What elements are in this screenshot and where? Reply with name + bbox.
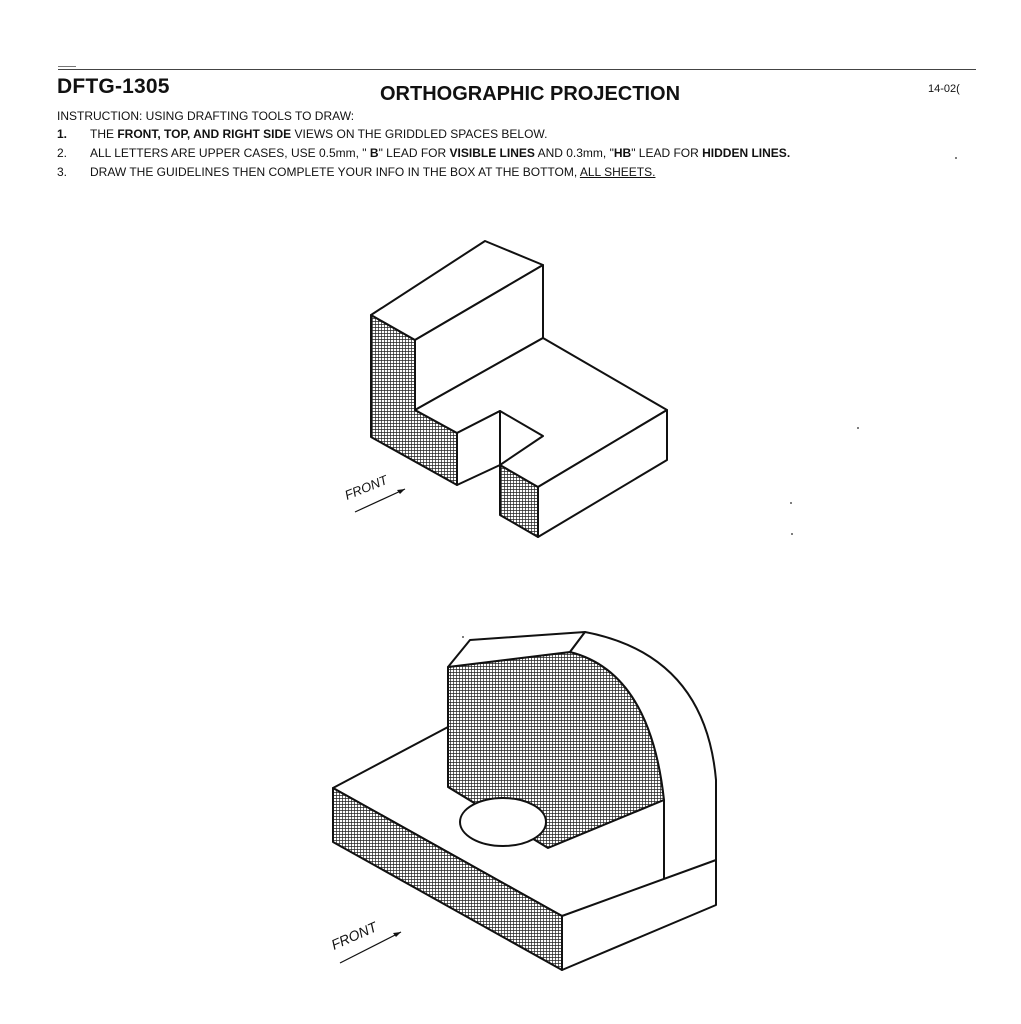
course-code: DFTG-1305	[57, 75, 170, 98]
figure-1-front-arrowhead	[397, 489, 405, 494]
header-rule	[58, 69, 976, 70]
instruction-step: 1. THE FRONT, TOP, AND RIGHT SIDE VIEWS O…	[57, 127, 790, 146]
step-text: HB	[613, 146, 632, 160]
step-text: " LEAD FOR	[378, 146, 450, 160]
step-number: 3.	[57, 165, 68, 179]
figure-1-front-label: FRONT	[343, 472, 391, 503]
figure-1-notched-block	[370, 240, 668, 538]
figure-1-base-right-face	[537, 409, 668, 538]
step-text: VIEWS ON THE GRIDDLED SPACES BELOW.	[291, 127, 548, 141]
step-text: ALL LETTERS ARE UPPER CASES, USE 0.5mm, …	[90, 146, 370, 160]
step-text: FRONT, TOP, AND RIGHT SIDE	[117, 127, 292, 141]
figure-2-base-right-face	[561, 859, 717, 971]
sheet-title: ORTHOGRAPHIC PROJECTION	[380, 83, 681, 105]
stray-mark	[790, 502, 792, 504]
stray-mark	[955, 157, 957, 159]
step-text: THE	[90, 127, 118, 141]
sheet-number: 14-02(	[928, 83, 960, 95]
instruction-lead: INSTRUCTION: USING DRAFTING TOOLS TO DRA…	[57, 109, 355, 123]
step-number: 2.	[57, 146, 68, 160]
stray-mark	[791, 533, 793, 535]
header-rule-tick	[58, 66, 76, 67]
instruction-steps: 1. THE FRONT, TOP, AND RIGHT SIDE VIEWS O…	[57, 127, 790, 184]
figure-2-hole	[459, 797, 547, 847]
figure-2-upright-rounded-face	[569, 631, 717, 886]
step-number: 1.	[57, 127, 68, 141]
instruction-step: 3. DRAW THE GUIDELINES THEN COMPLETE YOUR…	[57, 165, 790, 184]
figure-2-front-arrowhead	[393, 932, 401, 937]
figure-2-bracket	[332, 631, 717, 971]
step-text: VISIBLE LINES	[449, 146, 535, 160]
step-text: ALL SHEETS.	[579, 165, 656, 179]
figure-1-front-arrow	[354, 488, 406, 513]
stray-mark	[462, 636, 464, 638]
step-text: AND 0.3mm, "	[534, 146, 614, 160]
step-text: DRAW THE GUIDELINES THEN COMPLETE YOUR I…	[90, 165, 580, 179]
step-text: B	[369, 146, 379, 160]
stray-mark	[857, 427, 859, 429]
step-text: " LEAD FOR	[631, 146, 703, 160]
figure-1-notch-back-face	[456, 410, 501, 486]
step-text: HIDDEN LINES.	[702, 146, 791, 160]
instruction-step: 2. ALL LETTERS ARE UPPER CASES, USE 0.5mm…	[57, 146, 790, 165]
figure-2-front-arrow	[339, 931, 402, 964]
figure-2-front-label: FRONT	[329, 918, 381, 953]
